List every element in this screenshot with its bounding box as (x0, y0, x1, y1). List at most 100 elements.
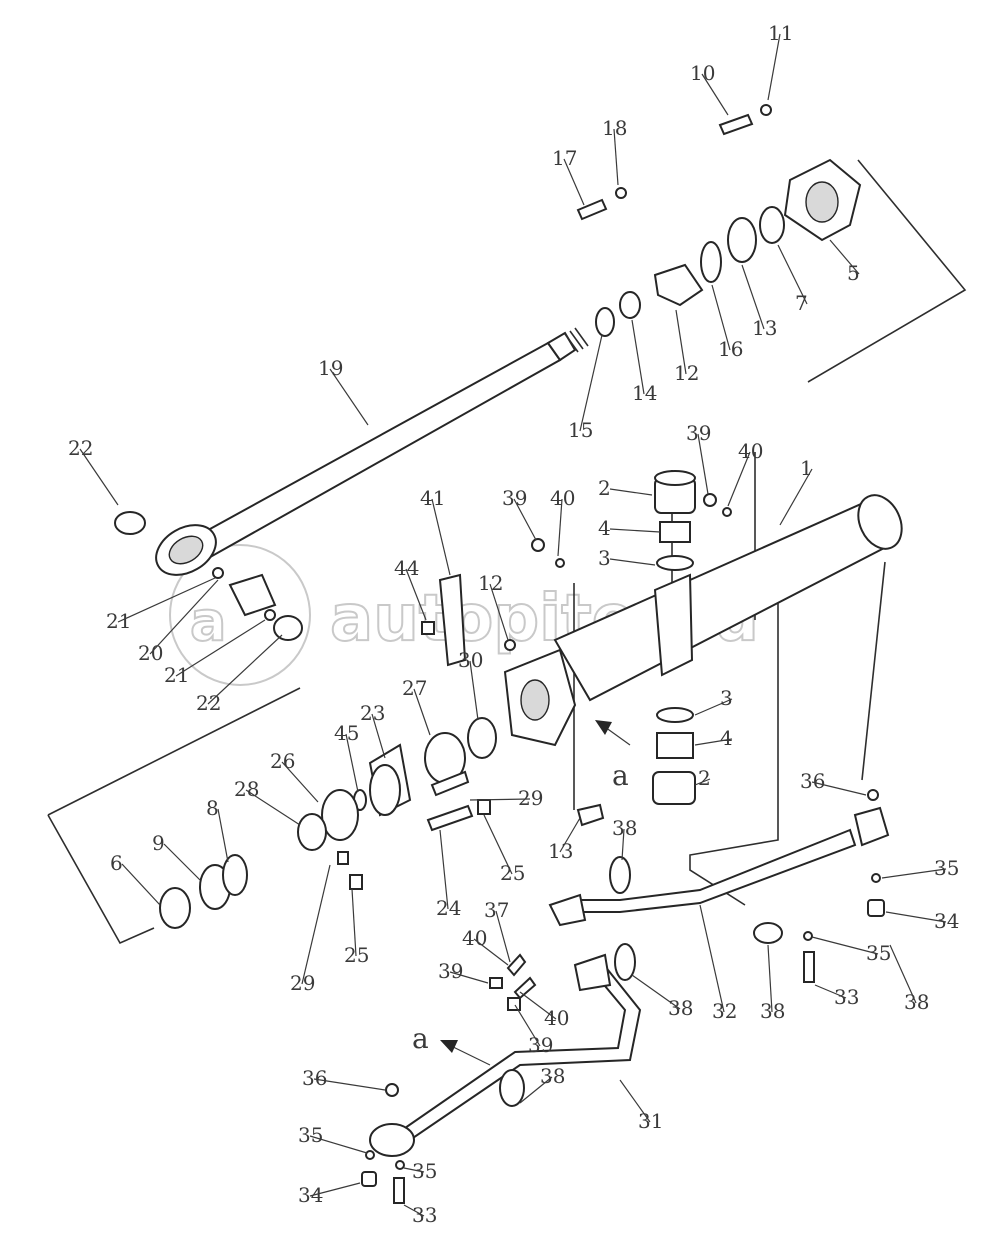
part-number-label: 28 (234, 777, 259, 801)
part-number-label: 37 (484, 898, 509, 922)
part-number-label: 40 (462, 926, 487, 950)
leader-line (694, 698, 733, 716)
leader-line (519, 991, 557, 1020)
leader-line (431, 498, 451, 576)
leader-line (351, 888, 357, 957)
part-number-label: 30 (458, 648, 483, 672)
part-number-label: 2 (698, 766, 711, 790)
leader-line (563, 158, 585, 206)
leader-line (329, 368, 369, 426)
part-number-label: 15 (568, 418, 593, 442)
part-number-label: 3 (720, 686, 733, 710)
leader-line (727, 451, 751, 507)
part-number-label: 23 (360, 701, 385, 725)
part-number-label: 20 (138, 641, 163, 665)
leader-line (767, 944, 773, 1013)
part-number-label: 38 (760, 999, 785, 1023)
part-number-label: 18 (602, 116, 627, 140)
bushing-group (531, 470, 732, 805)
leader-line (697, 433, 709, 495)
leader-line (557, 498, 563, 557)
part-number-label: 36 (302, 1066, 327, 1090)
leader-line (814, 984, 847, 999)
view-arrows: a a (412, 720, 631, 1066)
piston-rod (155, 327, 589, 576)
leader-line (811, 781, 867, 796)
part-number-label: 38 (612, 816, 637, 840)
part-number-label: 17 (552, 146, 577, 170)
leader-line (631, 319, 645, 395)
part-number-label: 4 (720, 726, 733, 750)
leader-line (217, 808, 229, 863)
part-number-label: 22 (196, 691, 221, 715)
part-number-label: 35 (866, 941, 891, 965)
leader-line (514, 1004, 541, 1047)
cylinder-tube (503, 494, 903, 747)
leader-line (881, 868, 947, 879)
leader-line (117, 577, 216, 623)
part-number-label: 33 (412, 1203, 437, 1227)
leader-line (309, 1182, 361, 1197)
part-number-label: 12 (478, 571, 503, 595)
leader-line (313, 1078, 386, 1091)
piping-group (361, 789, 890, 1204)
part-number-label: 40 (738, 439, 763, 463)
leader-line (403, 1167, 425, 1173)
piston-group (159, 717, 497, 929)
bracket-lines (47, 159, 967, 945)
part-number-label: 11 (768, 21, 793, 45)
leader-line (371, 713, 386, 759)
part-number-label: 21 (164, 663, 189, 687)
part-number-label: 34 (934, 909, 959, 933)
leader-line (811, 936, 879, 955)
leader-line (559, 817, 581, 853)
leader-line (121, 863, 161, 906)
part-number-label: 22 (68, 436, 93, 460)
leader-line (711, 284, 731, 351)
leader-line (405, 568, 427, 621)
part-number-label: 14 (632, 381, 657, 405)
part-number-label: 2 (598, 476, 611, 500)
part-number-label: 25 (344, 943, 369, 967)
rod-eye-group (114, 511, 303, 641)
part-number-label: 38 (904, 990, 929, 1014)
leader-lines (79, 33, 947, 1217)
leader-line (449, 971, 489, 984)
part-number-label: 10 (690, 61, 715, 85)
part-number-label: 19 (318, 356, 343, 380)
leader-line (489, 583, 509, 641)
part-number-label: 40 (544, 1006, 569, 1030)
leader-line (403, 1204, 425, 1217)
leader-line (79, 448, 119, 506)
bracket-parts (421, 573, 605, 827)
leader-line (579, 334, 603, 432)
leader-line (207, 634, 283, 705)
leader-line (675, 309, 687, 375)
part-number-label: 4 (598, 516, 611, 540)
part-number-label: 33 (834, 985, 859, 1009)
leader-line (175, 619, 266, 677)
leader-line (889, 944, 917, 1004)
part-number-label: 6 (110, 851, 123, 875)
gland-group (576, 104, 862, 337)
part-number-label: 35 (934, 856, 959, 880)
leader-line (609, 528, 661, 533)
view-marker-label: a (412, 1022, 429, 1055)
leader-line (699, 904, 725, 1013)
leader-line (609, 558, 656, 566)
part-number-label: 41 (420, 486, 445, 510)
part-number-label: 34 (298, 1183, 323, 1207)
part-number-label: 39 (438, 959, 463, 983)
part-number-label: 29 (518, 786, 543, 810)
part-number-label: 29 (290, 971, 315, 995)
part-number-label: 35 (298, 1123, 323, 1147)
leader-line (631, 974, 681, 1010)
part-number-label: 24 (436, 896, 461, 920)
leader-line (701, 73, 729, 116)
leader-line (694, 778, 711, 786)
part-number-label: 32 (712, 999, 737, 1023)
part-number-label: 8 (206, 796, 219, 820)
part-number-label: 44 (394, 556, 419, 580)
